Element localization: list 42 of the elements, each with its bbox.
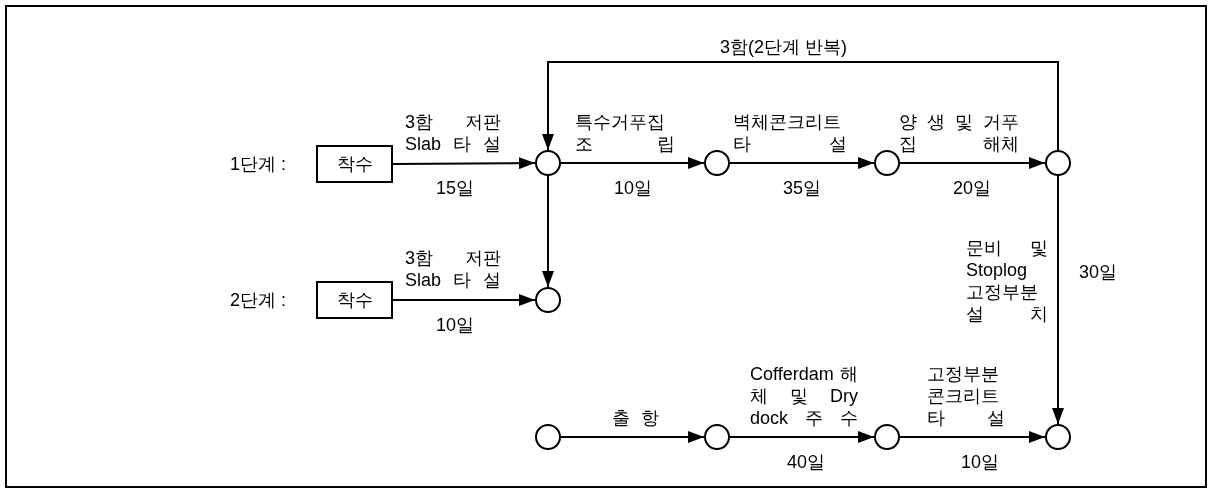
arrow xyxy=(899,431,1046,443)
edge-label: 출 항 xyxy=(612,407,659,429)
edge-label: Cofferdam 해 체 및 Dry dock 주 수 xyxy=(750,363,858,429)
arrow xyxy=(899,157,1046,169)
event-circle xyxy=(1045,424,1071,450)
edge-label: 특수거푸집 조 립 xyxy=(575,111,675,155)
arrow xyxy=(392,157,536,170)
arrow xyxy=(729,431,875,443)
event-circle xyxy=(535,424,561,450)
stage-label: 1단계 : xyxy=(230,153,286,175)
stage-label: 2단계 : xyxy=(230,289,286,311)
arrow xyxy=(1052,175,1064,425)
edge-label: 문비 및 Stoplog 고정부분 설 치 xyxy=(966,237,1048,325)
edge-label: 양 생 및 거푸집 해체 xyxy=(899,111,1019,155)
duration-label: 20일 xyxy=(953,177,991,199)
event-circle xyxy=(874,150,900,176)
event-circle xyxy=(874,424,900,450)
event-circle xyxy=(535,150,561,176)
arrow xyxy=(542,175,554,288)
edge-label: 3함 저판Slab 타 설 xyxy=(405,111,501,155)
edge-label: 벽체콘크리트 타 설 xyxy=(733,111,847,155)
arrow xyxy=(542,61,1059,151)
edge-label: 고정부분 콘크리트 타 설 xyxy=(927,363,1005,429)
edge-label: 3함(2단계 반복) xyxy=(720,36,847,58)
duration-label: 30일 xyxy=(1079,261,1117,283)
task-box: 착수 xyxy=(316,145,393,183)
duration-label: 10일 xyxy=(436,314,474,336)
duration-label: 10일 xyxy=(961,451,999,473)
event-circle xyxy=(704,424,730,450)
duration-label: 15일 xyxy=(436,177,474,199)
duration-label: 10일 xyxy=(614,177,652,199)
arrow xyxy=(729,157,875,169)
arrow xyxy=(560,157,705,169)
arrow xyxy=(392,294,536,306)
task-box: 착수 xyxy=(316,281,393,319)
edge-label: 3함 저판Slab 타 설 xyxy=(405,247,501,291)
duration-label: 35일 xyxy=(783,177,821,199)
arrow xyxy=(560,431,705,443)
event-circle xyxy=(535,287,561,313)
event-circle xyxy=(704,150,730,176)
duration-label: 40일 xyxy=(787,451,825,473)
event-circle xyxy=(1045,150,1071,176)
